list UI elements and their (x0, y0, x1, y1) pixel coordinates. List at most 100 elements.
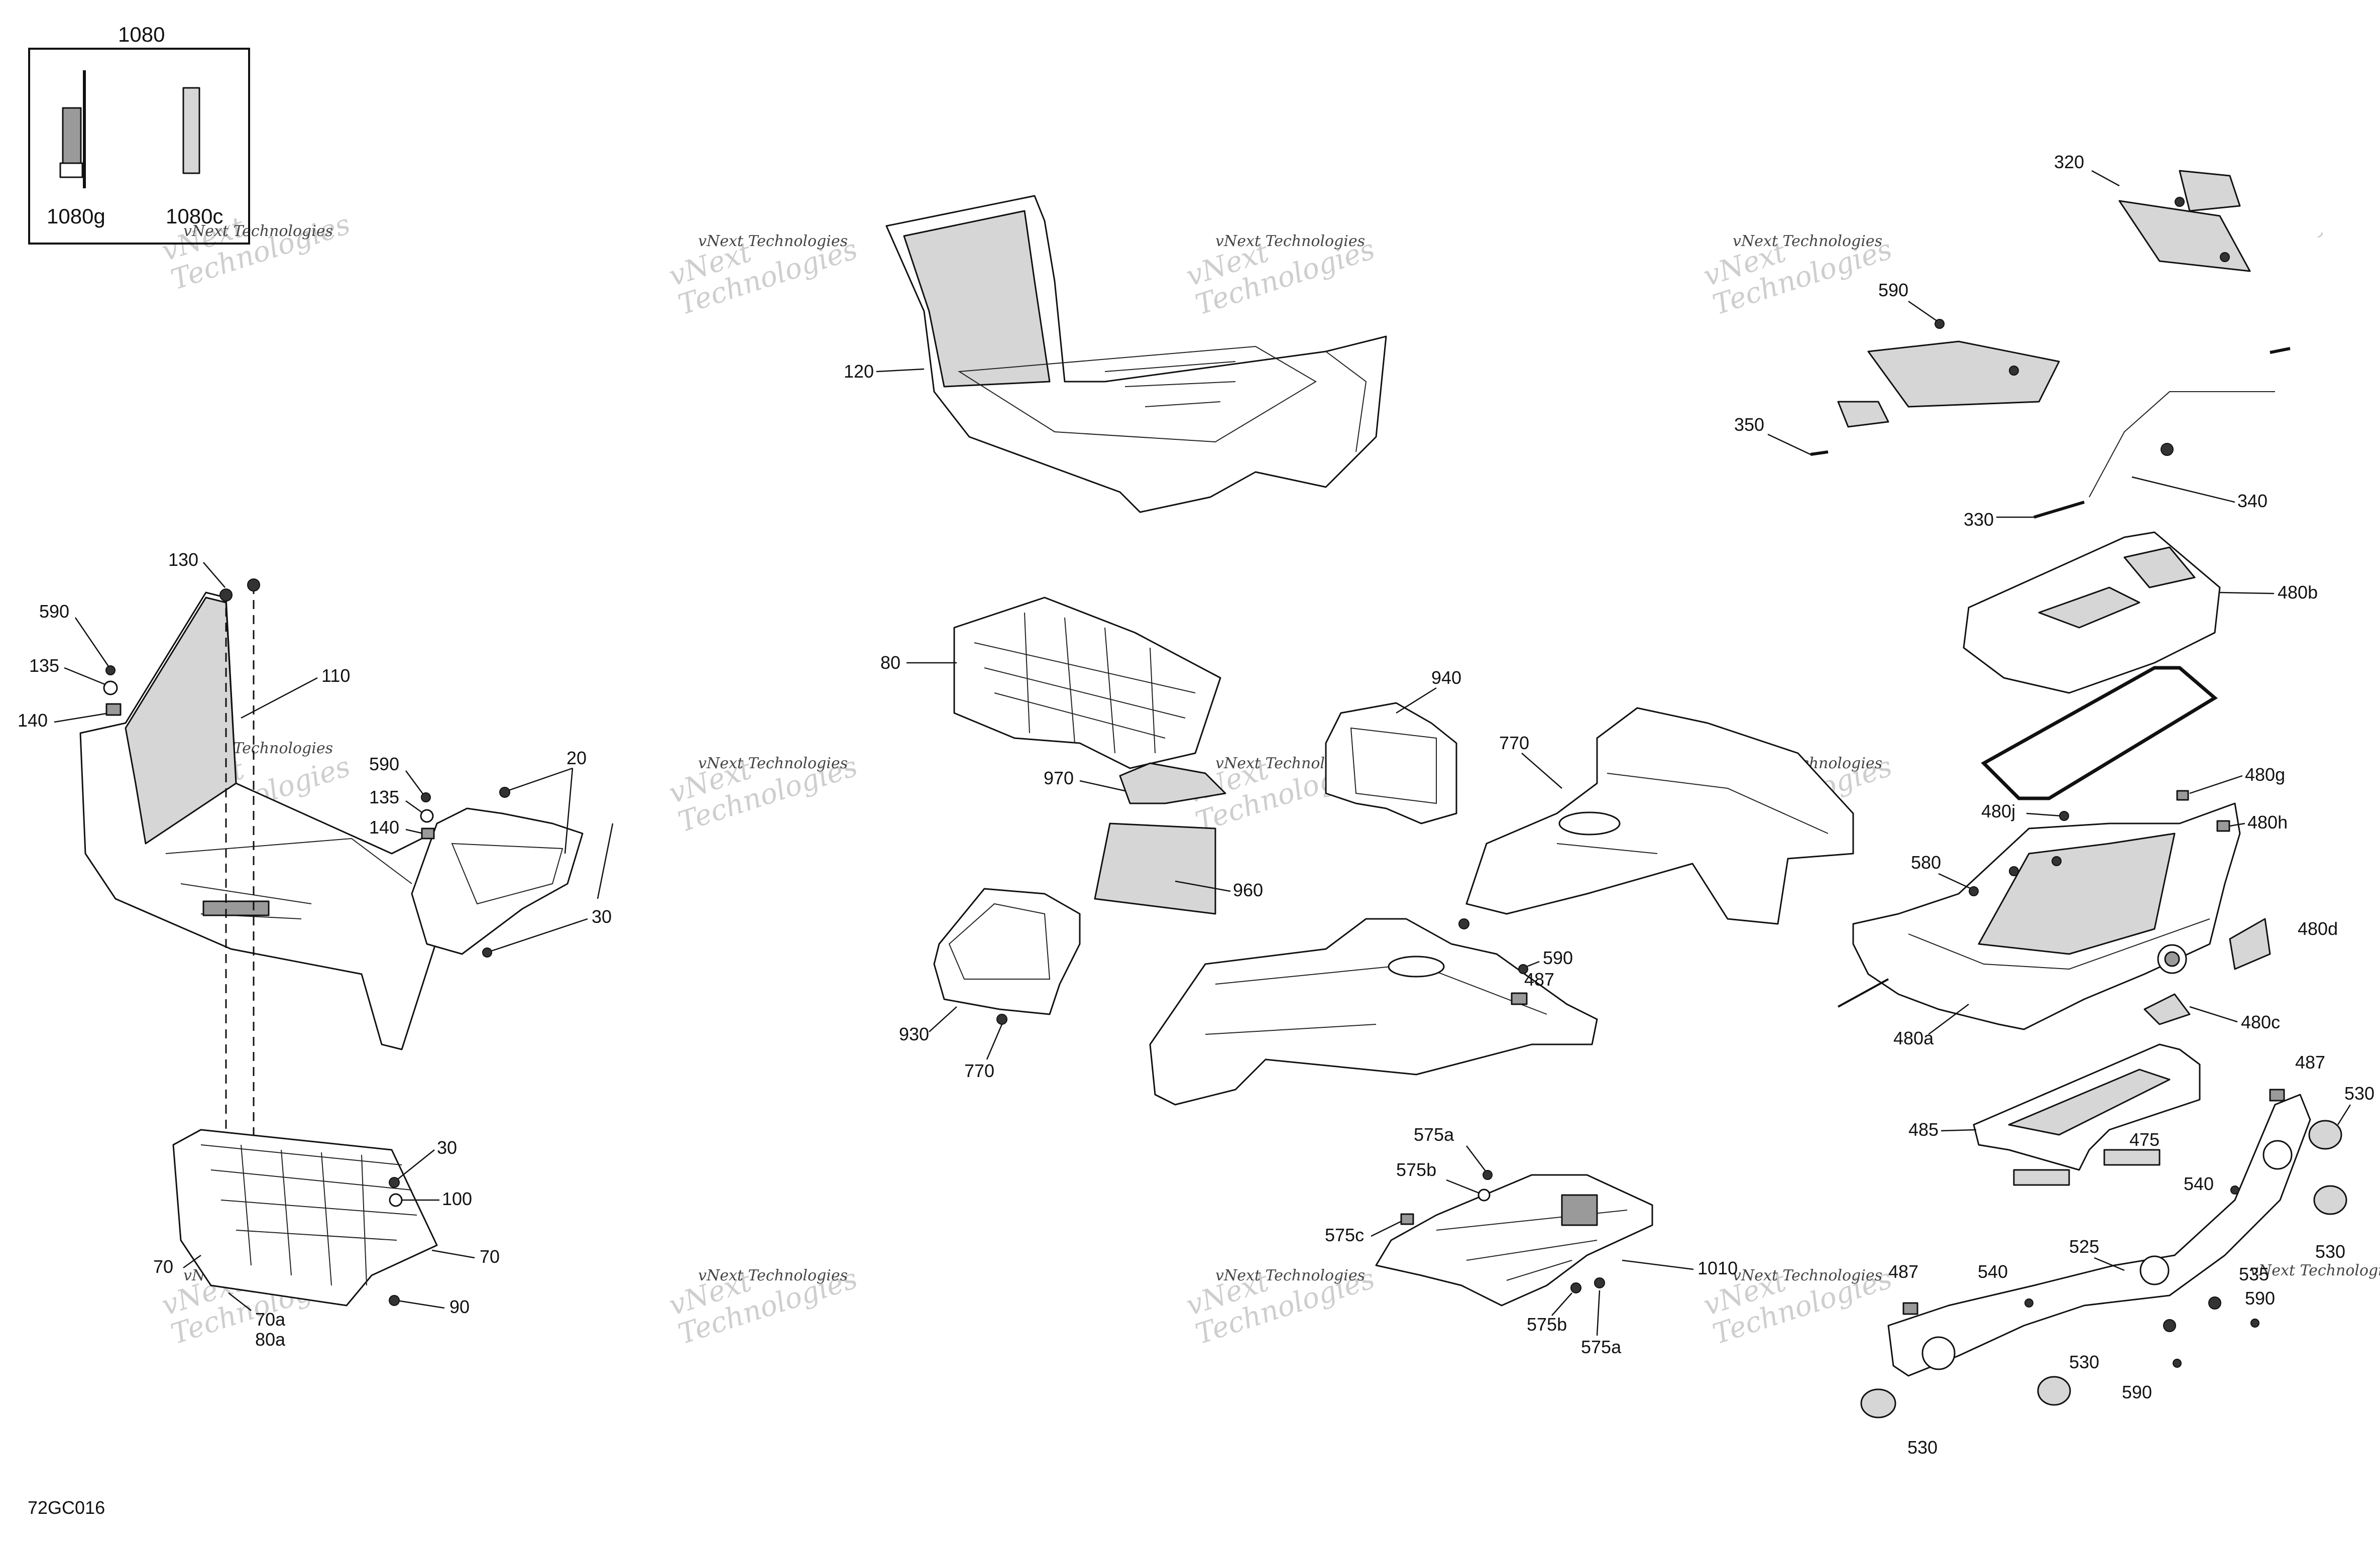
callout-30: 30 (592, 906, 612, 927)
leader-140-b (405, 828, 424, 835)
nut-487 (1511, 992, 1528, 1005)
callout-530-b: 530 (2315, 1241, 2345, 1262)
callout-575c: 575c (1325, 1225, 1364, 1245)
callout-960: 960 (1233, 880, 1263, 900)
callout-130: 130 (168, 549, 198, 570)
leader-480c (2189, 1006, 2238, 1023)
callout-110: 110 (321, 665, 350, 686)
screw-540 (2230, 1185, 2239, 1195)
washer-135 (420, 809, 434, 823)
callout-590-c: 590 (1543, 947, 1573, 968)
leader-960 (1175, 880, 1231, 892)
screw-590 (1935, 319, 1945, 329)
part-960-panel (1094, 822, 1216, 915)
part-525-bumper (1887, 1094, 2311, 1377)
leader-130 (203, 562, 225, 588)
part-480c (2143, 993, 2191, 1025)
inset-label-1080g: 1080g (47, 204, 105, 228)
leader-575b-b (1551, 1292, 1572, 1316)
part-120-body-tub (885, 195, 1387, 513)
washer-575b (1570, 1282, 1581, 1293)
callout-540: 540 (1978, 1261, 2008, 1282)
leader-580 (1938, 873, 1972, 890)
bolt-130 (219, 588, 233, 602)
callout-580: 580 (1911, 852, 1941, 873)
part-940-bracket (1325, 702, 1457, 824)
strip-475 (2013, 1169, 2070, 1186)
screw-590 (2220, 252, 2230, 262)
nut-575c (1400, 1213, 1414, 1225)
callout-140: 140 (18, 710, 48, 731)
inset-label-1080c: 1080c (166, 204, 223, 228)
leader-590-d (1908, 300, 1938, 322)
callout-480b: 480b (2278, 582, 2318, 603)
inset-frame (28, 48, 250, 245)
callout-475: 475 (2129, 1129, 2160, 1150)
callout-487-c: 487 (2295, 1052, 2325, 1073)
screw-580 (1969, 886, 1979, 896)
part-930-cover (933, 888, 1081, 1015)
callout-575a: 575a (1414, 1124, 1454, 1145)
leader-480b (2219, 591, 2275, 595)
callout-80a: 80a (255, 1329, 286, 1350)
watermark-small: vNext Technologies (698, 1267, 848, 1284)
tool-1080g-handle (62, 107, 82, 164)
leader-70a (228, 1292, 252, 1311)
leader-120 (876, 368, 925, 373)
screw-580 (2009, 866, 2019, 876)
nut-340 (2161, 443, 2174, 456)
inset-1080: 1080 1080g 1080c (28, 23, 250, 245)
callout-525: 525 (2069, 1236, 2099, 1257)
part-480-storage-box (1852, 802, 2241, 1030)
plug-535 (2163, 1319, 2176, 1332)
screw-770 (996, 1014, 1007, 1025)
leader-930 (929, 1006, 957, 1032)
callout-480a: 480a (1893, 1028, 1934, 1048)
part-110-front-fascia (79, 591, 614, 1050)
callout-350: 350 (1734, 414, 1764, 435)
reflector-530 (2037, 1376, 2071, 1406)
watermark-small: vNext Technologies (2250, 1262, 2380, 1279)
part-70-lower-tray (172, 1129, 438, 1307)
screw-20 (499, 787, 510, 798)
callout-590-e: 590 (2245, 1288, 2275, 1309)
screw-590 (421, 792, 431, 802)
callout-535: 535 (2239, 1264, 2269, 1284)
screw-580 (2052, 856, 2062, 866)
leader-575b (1446, 1179, 1482, 1195)
leader-770 (986, 1024, 1003, 1060)
watermark-small: vNext Technologies (1733, 1267, 1882, 1284)
callout-20: 20 (566, 748, 587, 768)
screw-540 (2024, 1298, 2033, 1308)
screw-575a (1483, 1170, 1493, 1180)
callout-485: 485 (1908, 1119, 1939, 1140)
rod-480a (1838, 978, 1889, 1008)
screw-590 (2009, 366, 2019, 376)
leader-70 (431, 1249, 475, 1259)
nut-140 (421, 827, 435, 840)
callout-1010: 1010 (1697, 1258, 1738, 1278)
callout-530-c: 530 (1907, 1437, 1938, 1458)
bolt-330 (2033, 501, 2085, 519)
callout-480c: 480c (2241, 1012, 2280, 1032)
screw-30 (482, 947, 492, 958)
leader-480j (2026, 812, 2062, 817)
leader-940 (1396, 687, 1437, 714)
callout-540-b: 540 (2184, 1173, 2214, 1194)
part-320-rear-rack (1790, 163, 2323, 525)
callout-100: 100 (442, 1189, 472, 1209)
leader-20 (507, 767, 574, 854)
callout-480j: 480j (1981, 801, 2015, 821)
bolt (247, 578, 260, 591)
screw-590 (2173, 1359, 2182, 1368)
reflector-530 (1860, 1388, 1896, 1418)
callout-70-b: 70 (153, 1256, 173, 1277)
screw-575a (1594, 1277, 1605, 1288)
callout-320: 320 (2054, 152, 2084, 172)
callout-530-d: 530 (2069, 1352, 2099, 1372)
callout-340: 340 (2237, 491, 2268, 511)
leader-480g (2189, 775, 2243, 794)
reflector-530 (2313, 1185, 2347, 1215)
leader-575c (1371, 1219, 1404, 1237)
callout-530: 530 (2344, 1083, 2374, 1104)
